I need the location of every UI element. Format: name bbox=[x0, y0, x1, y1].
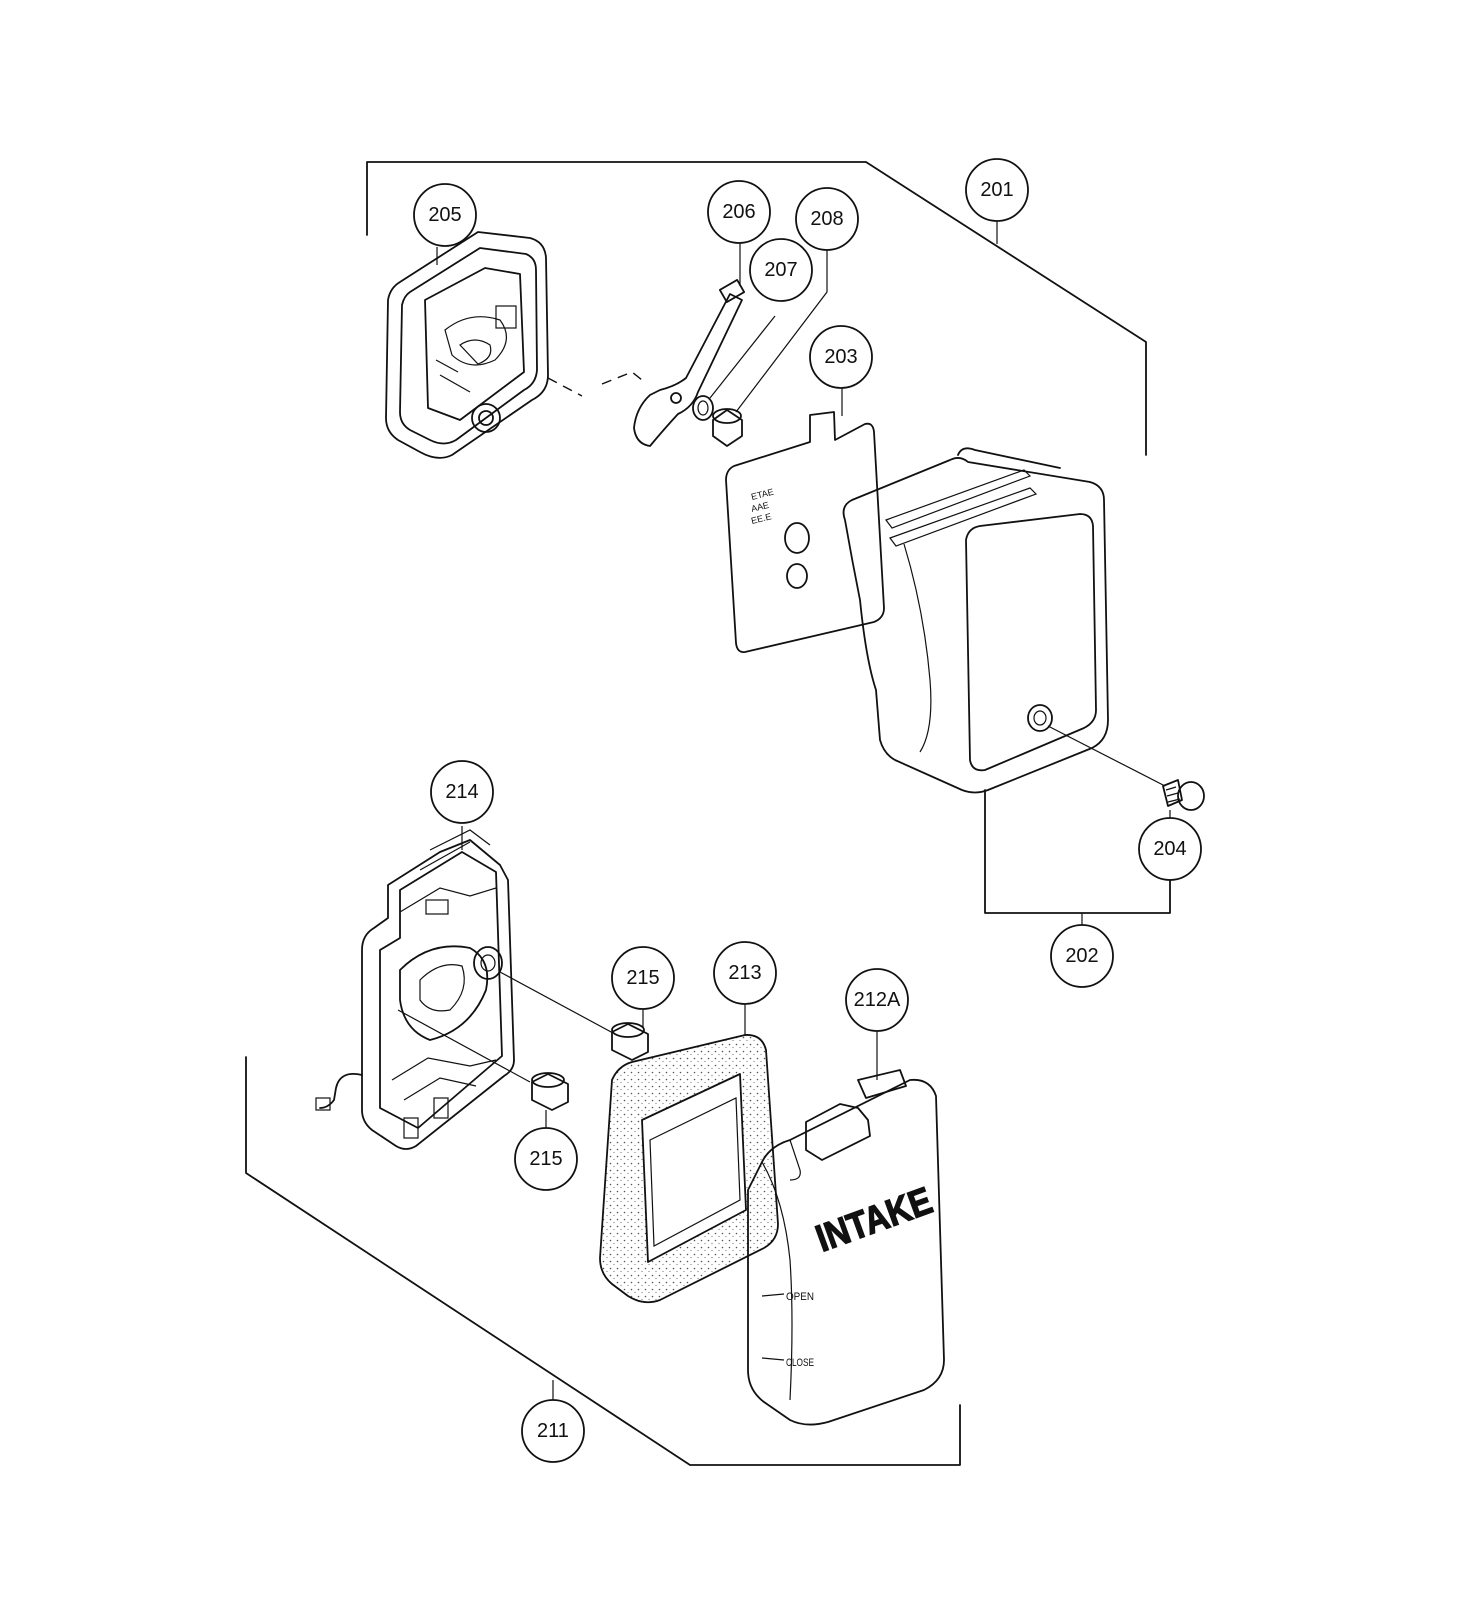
callout-204[interactable]: 204 bbox=[1138, 817, 1202, 881]
callout-207[interactable]: 207 bbox=[749, 238, 813, 302]
part-208-collar bbox=[712, 245, 828, 447]
callout-205[interactable]: 205 bbox=[413, 183, 477, 247]
part-206-choke-lever bbox=[601, 240, 746, 447]
svg-text:ETAE: ETAE bbox=[750, 487, 775, 502]
callout-211[interactable]: 211 bbox=[521, 1399, 585, 1463]
callout-214[interactable]: 214 bbox=[430, 760, 494, 824]
callout-212a[interactable]: 212A bbox=[845, 968, 909, 1032]
callout-202[interactable]: 202 bbox=[1050, 924, 1114, 988]
svg-text:207: 207 bbox=[764, 259, 797, 281]
svg-text:215: 215 bbox=[626, 967, 659, 989]
open-label: OPEN bbox=[786, 1291, 814, 1303]
intake-label: INTAKE bbox=[811, 1180, 938, 1261]
part-205-cleaner-base bbox=[385, 231, 583, 459]
part-215-collar-lower bbox=[531, 1072, 569, 1128]
svg-text:208: 208 bbox=[810, 208, 843, 230]
callout-206[interactable]: 206 bbox=[707, 180, 771, 244]
callout-215-upper[interactable]: 215 bbox=[611, 946, 675, 1010]
svg-text:211: 211 bbox=[537, 1420, 569, 1442]
part-202-cleaner-cover bbox=[842, 447, 1171, 932]
svg-text:212A: 212A bbox=[854, 989, 901, 1011]
svg-text:205: 205 bbox=[428, 204, 461, 226]
part-215-collar-upper bbox=[611, 1008, 649, 1061]
svg-text:201: 201 bbox=[980, 179, 1013, 201]
svg-text:202: 202 bbox=[1065, 945, 1098, 967]
svg-text:204: 204 bbox=[1153, 838, 1186, 860]
callout-213[interactable]: 213 bbox=[713, 941, 777, 1005]
part-204-screw bbox=[1047, 725, 1205, 822]
callout-215-lower[interactable]: 215 bbox=[514, 1127, 578, 1191]
callout-201[interactable]: 201 bbox=[965, 158, 1029, 222]
svg-text:203: 203 bbox=[824, 346, 857, 368]
close-label: CLOSE bbox=[786, 1357, 814, 1369]
callout-203[interactable]: 203 bbox=[809, 325, 873, 389]
svg-text:EE.E: EE.E bbox=[750, 511, 772, 526]
svg-text:206: 206 bbox=[722, 201, 755, 223]
part-207-ring bbox=[692, 315, 776, 421]
part-213-filter-element bbox=[599, 1000, 779, 1304]
svg-text:215: 215 bbox=[529, 1148, 562, 1170]
svg-text:213: 213 bbox=[728, 962, 761, 984]
svg-text:AAE: AAE bbox=[750, 500, 770, 514]
callout-208[interactable]: 208 bbox=[795, 187, 859, 251]
svg-text:214: 214 bbox=[445, 781, 478, 803]
part-214-cleaner-base bbox=[315, 826, 614, 1150]
